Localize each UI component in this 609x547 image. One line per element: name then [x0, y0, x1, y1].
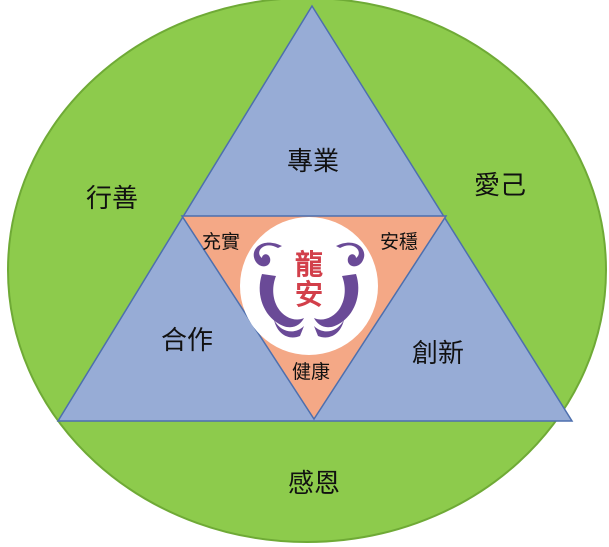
outer-value-right: 愛己 — [474, 171, 526, 201]
triangle-label-left: 合作 — [161, 326, 213, 356]
main-triangle — [56, 4, 574, 422]
dragon-emblem-icon — [253, 242, 365, 338]
logo-character-1: 龍 — [295, 248, 323, 281]
inner-label-top-right: 安穩 — [380, 231, 418, 253]
inner-label-bottom: 健康 — [292, 361, 330, 383]
outer-value-left: 行善 — [86, 184, 138, 214]
logo-character-2: 安 — [295, 278, 323, 311]
school-logo: 龍 安 — [240, 217, 378, 355]
inner-label-top-left: 充實 — [202, 231, 240, 253]
triangle-label-top: 專業 — [287, 147, 339, 177]
outer-value-bottom: 感恩 — [288, 469, 340, 499]
triangle-label-right: 創新 — [412, 339, 464, 369]
